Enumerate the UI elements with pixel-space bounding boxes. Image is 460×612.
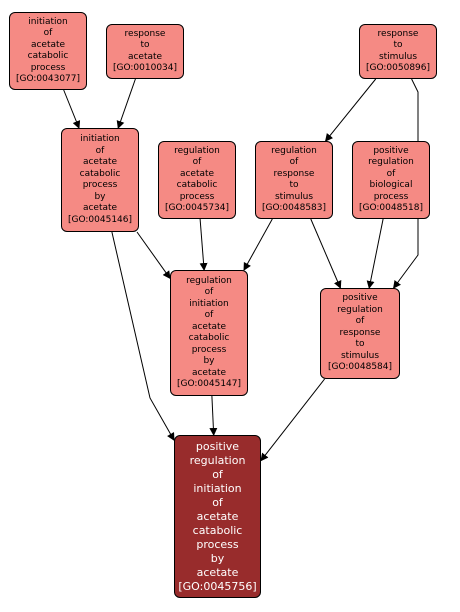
term-name-line: initiation [80,134,120,144]
term-name-line: by [203,356,215,366]
term-name-line: of [212,495,223,509]
go-id-label: [GO:0043077] [15,74,81,84]
term-name-line: regulation [368,157,414,167]
term-name-line: of [212,467,223,481]
term-name-line: acetate [30,39,66,50]
term-name-line: regulation [337,304,383,315]
term-name-line: of [355,316,365,327]
go-id-label: [GO:0045147] [176,379,242,389]
term-name-line: positive [373,145,409,156]
term-name-line: process [196,537,239,551]
term-name-line: of [192,157,202,167]
go-id-label: [GO:0048518] [358,203,424,213]
term-name-line: regulation [186,275,232,286]
term-name-line: initiation [28,16,68,27]
term-name-line: by [94,191,106,202]
term-name-line: catabolic [27,51,69,61]
term-name-line: stimulus [378,51,418,62]
edge-n48518-to-n48584 [366,218,384,289]
term-name-line: regulation [189,453,246,467]
term-name-line: acetate [196,565,239,579]
term-name-line: to [355,339,365,350]
edge-n48584-to-n45756 [260,378,325,462]
term-name-line: regulation [174,145,220,156]
go-id-label: [GO:0045146] [67,214,133,225]
term-name-line: process [191,344,227,355]
term-name-line: process [30,62,66,73]
term-name-line: response [339,327,381,338]
term-name-line: acetate [196,509,239,523]
go-id-label: [GO:0050896] [365,63,431,73]
term-name-line: of [204,287,214,297]
term-name-line: acetate [179,168,215,179]
go-id-label: [GO:0010034] [112,63,178,73]
edge-n48583-to-n48584 [310,218,342,289]
edge-n45147-to-n45756 [209,395,218,436]
term-name-line: response [377,28,419,39]
term-name-line: catabolic [192,523,243,537]
edge-n48583-to-n45147 [243,218,273,271]
term-name-line: to [393,40,403,50]
term-name-line: stimulus [274,191,314,202]
term-name-line: positive [195,439,240,453]
term-name-line: regulation [271,145,317,156]
term-name-line: biological [369,180,413,190]
term-name-line: acetate [82,203,118,213]
term-name-line: of [43,28,53,38]
term-name-line: response [124,28,166,39]
term-name-line: catabolic [188,333,230,343]
term-name-line: of [95,145,105,156]
term-name-line: to [289,180,299,190]
term-name-line: by [210,551,225,565]
term-name-line: positive [342,293,378,304]
term-name-line: acetate [191,321,227,332]
term-name-line: of [386,168,396,179]
term-name-line: stimulus [340,350,380,361]
term-name-line: to [140,40,150,50]
edge-n10034-to-n45146 [116,78,136,129]
term-name-line: process [179,191,215,202]
go-id-label: [GO:0045756] [178,579,257,593]
term-name-line: catabolic [79,168,121,179]
edge-n45734-to-n45147 [199,218,208,271]
go-id-label: [GO:0048583] [261,203,327,213]
term-name-line: acetate [191,367,227,378]
go-id-label: [GO:0045734] [164,203,230,213]
term-name-line: catabolic [176,180,218,190]
go-id-label: [GO:0048584] [327,362,393,373]
term-name-line: initiation [189,298,229,309]
term-name-line: acetate [82,157,118,167]
term-name-line: response [273,168,315,179]
term-name-line: of [204,310,214,320]
term-name-line: process [373,191,409,202]
term-name-line: initiation [193,481,242,495]
term-name-line: process [82,180,118,190]
edge-n45146-to-n45756 [111,231,175,441]
term-name-line: acetate [127,51,163,62]
term-name-line: of [289,157,299,167]
edge-n45146-to-n45147 [136,231,171,280]
edge-n50896-to-n48583 [324,78,377,142]
edge-n43077-to-n45146 [63,89,81,129]
